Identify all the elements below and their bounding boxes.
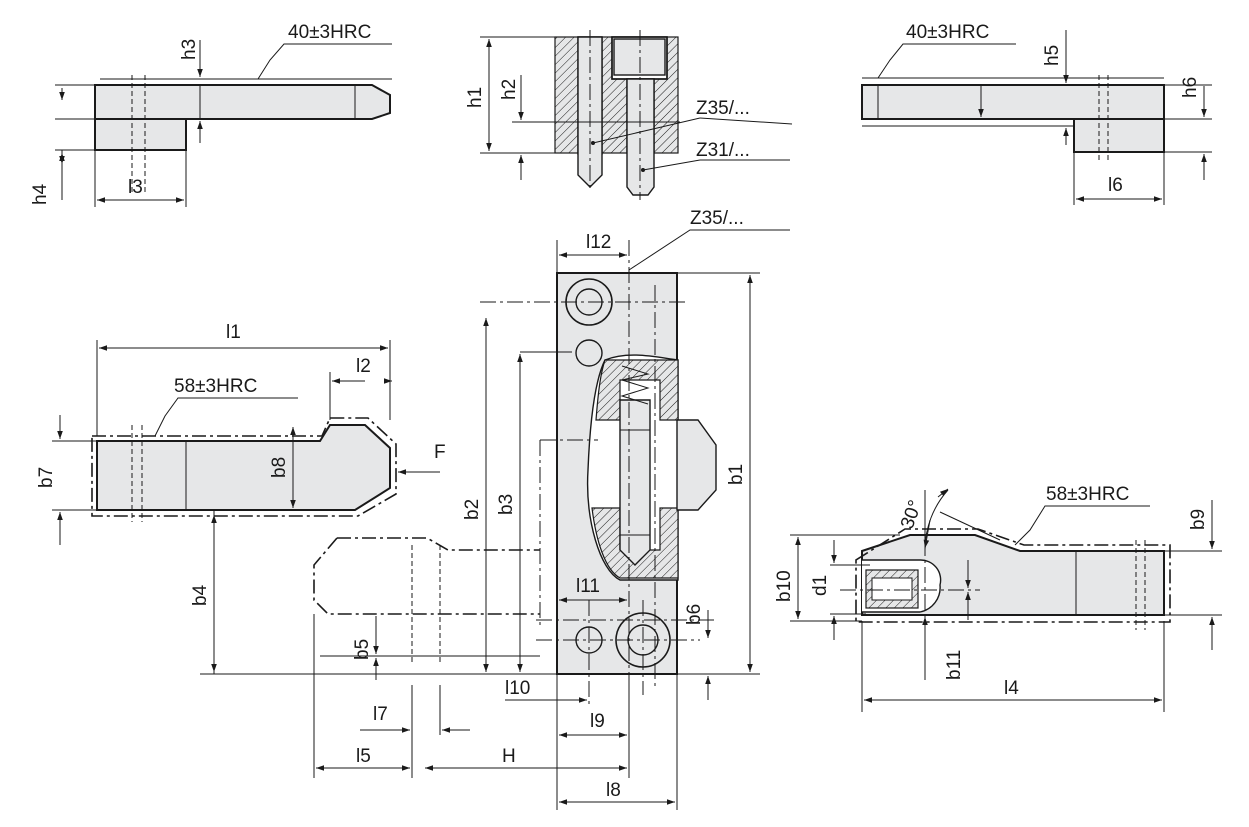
label-b6: b6 bbox=[684, 604, 705, 625]
label-l11: l11 bbox=[576, 576, 600, 597]
label-l7: l7 bbox=[373, 704, 388, 725]
label-58-hrc-left: 58±3HRC bbox=[174, 376, 257, 397]
right-lever-view: 30° 58±3HRC b9 b10 d1 b11 l4 bbox=[774, 484, 1222, 712]
label-z35-top: Z35/... bbox=[696, 98, 750, 119]
label-d1: d1 bbox=[810, 575, 831, 596]
phantom-lever: b5 l7 l5 H bbox=[313, 537, 630, 778]
label-l4: l4 bbox=[1004, 678, 1019, 699]
top-left-upper-bar bbox=[94, 84, 391, 120]
main-plate-view: l12 Z35/... b1 b2 b3 l11 b6 l10 l9 l8 bbox=[300, 208, 790, 810]
label-l9: l9 bbox=[590, 711, 605, 732]
label-h2: h2 bbox=[499, 79, 520, 100]
label-b5: b5 bbox=[352, 639, 373, 660]
label-58-hrc-right: 58±3HRC bbox=[1046, 484, 1129, 505]
label-z35-mid: Z35/... bbox=[690, 208, 744, 229]
label-F: F bbox=[434, 442, 446, 463]
plate-side-lug bbox=[676, 419, 717, 511]
label-l5: l5 bbox=[356, 746, 371, 767]
left-lever-view: l1 l2 58±3HRC b7 b8 F b4 bbox=[36, 322, 446, 675]
label-h6: h6 bbox=[1180, 77, 1201, 98]
label-30-degrees: 30° bbox=[897, 498, 927, 532]
top-right-upper-bar bbox=[861, 84, 1165, 120]
label-l2: l2 bbox=[356, 356, 371, 377]
top-left-lower-block bbox=[94, 118, 187, 151]
label-b7: b7 bbox=[36, 467, 57, 488]
label-l8: l8 bbox=[606, 780, 621, 801]
label-40-hrc-top-right: 40±3HRC bbox=[906, 22, 989, 43]
label-l6: l6 bbox=[1108, 175, 1123, 196]
top-right-side-view: 40±3HRC h5 h6 l6 bbox=[861, 22, 1212, 205]
label-l12: l12 bbox=[586, 232, 611, 253]
label-b11: b11 bbox=[944, 650, 965, 680]
left-lever-body bbox=[96, 424, 391, 511]
label-b8: b8 bbox=[269, 457, 290, 478]
label-b10: b10 bbox=[774, 570, 795, 602]
top-left-side-view: 40±3HRC h3 h4 l3 bbox=[30, 22, 392, 207]
label-l10: l10 bbox=[505, 678, 530, 699]
label-b3: b3 bbox=[496, 494, 517, 515]
screw-z31 bbox=[626, 78, 655, 196]
label-z31: Z31/... bbox=[696, 140, 750, 161]
label-b1: b1 bbox=[726, 464, 747, 485]
label-h5: h5 bbox=[1042, 45, 1063, 66]
top-right-lower-block bbox=[1073, 118, 1165, 153]
label-b4: b4 bbox=[190, 584, 211, 606]
label-b9: b9 bbox=[1188, 509, 1209, 530]
top-center-section-view: h1 h2 Z35/... Z31/... bbox=[465, 30, 793, 200]
label-40-hrc-top-left: 40±3HRC bbox=[288, 22, 371, 43]
label-h3: h3 bbox=[179, 39, 200, 60]
label-h1: h1 bbox=[465, 87, 486, 108]
label-l3: l3 bbox=[128, 177, 143, 198]
spring-plunger bbox=[619, 399, 651, 566]
label-b2: b2 bbox=[462, 499, 483, 520]
label-h4: h4 bbox=[30, 183, 51, 205]
label-H: H bbox=[502, 746, 516, 767]
label-l1: l1 bbox=[226, 322, 241, 343]
